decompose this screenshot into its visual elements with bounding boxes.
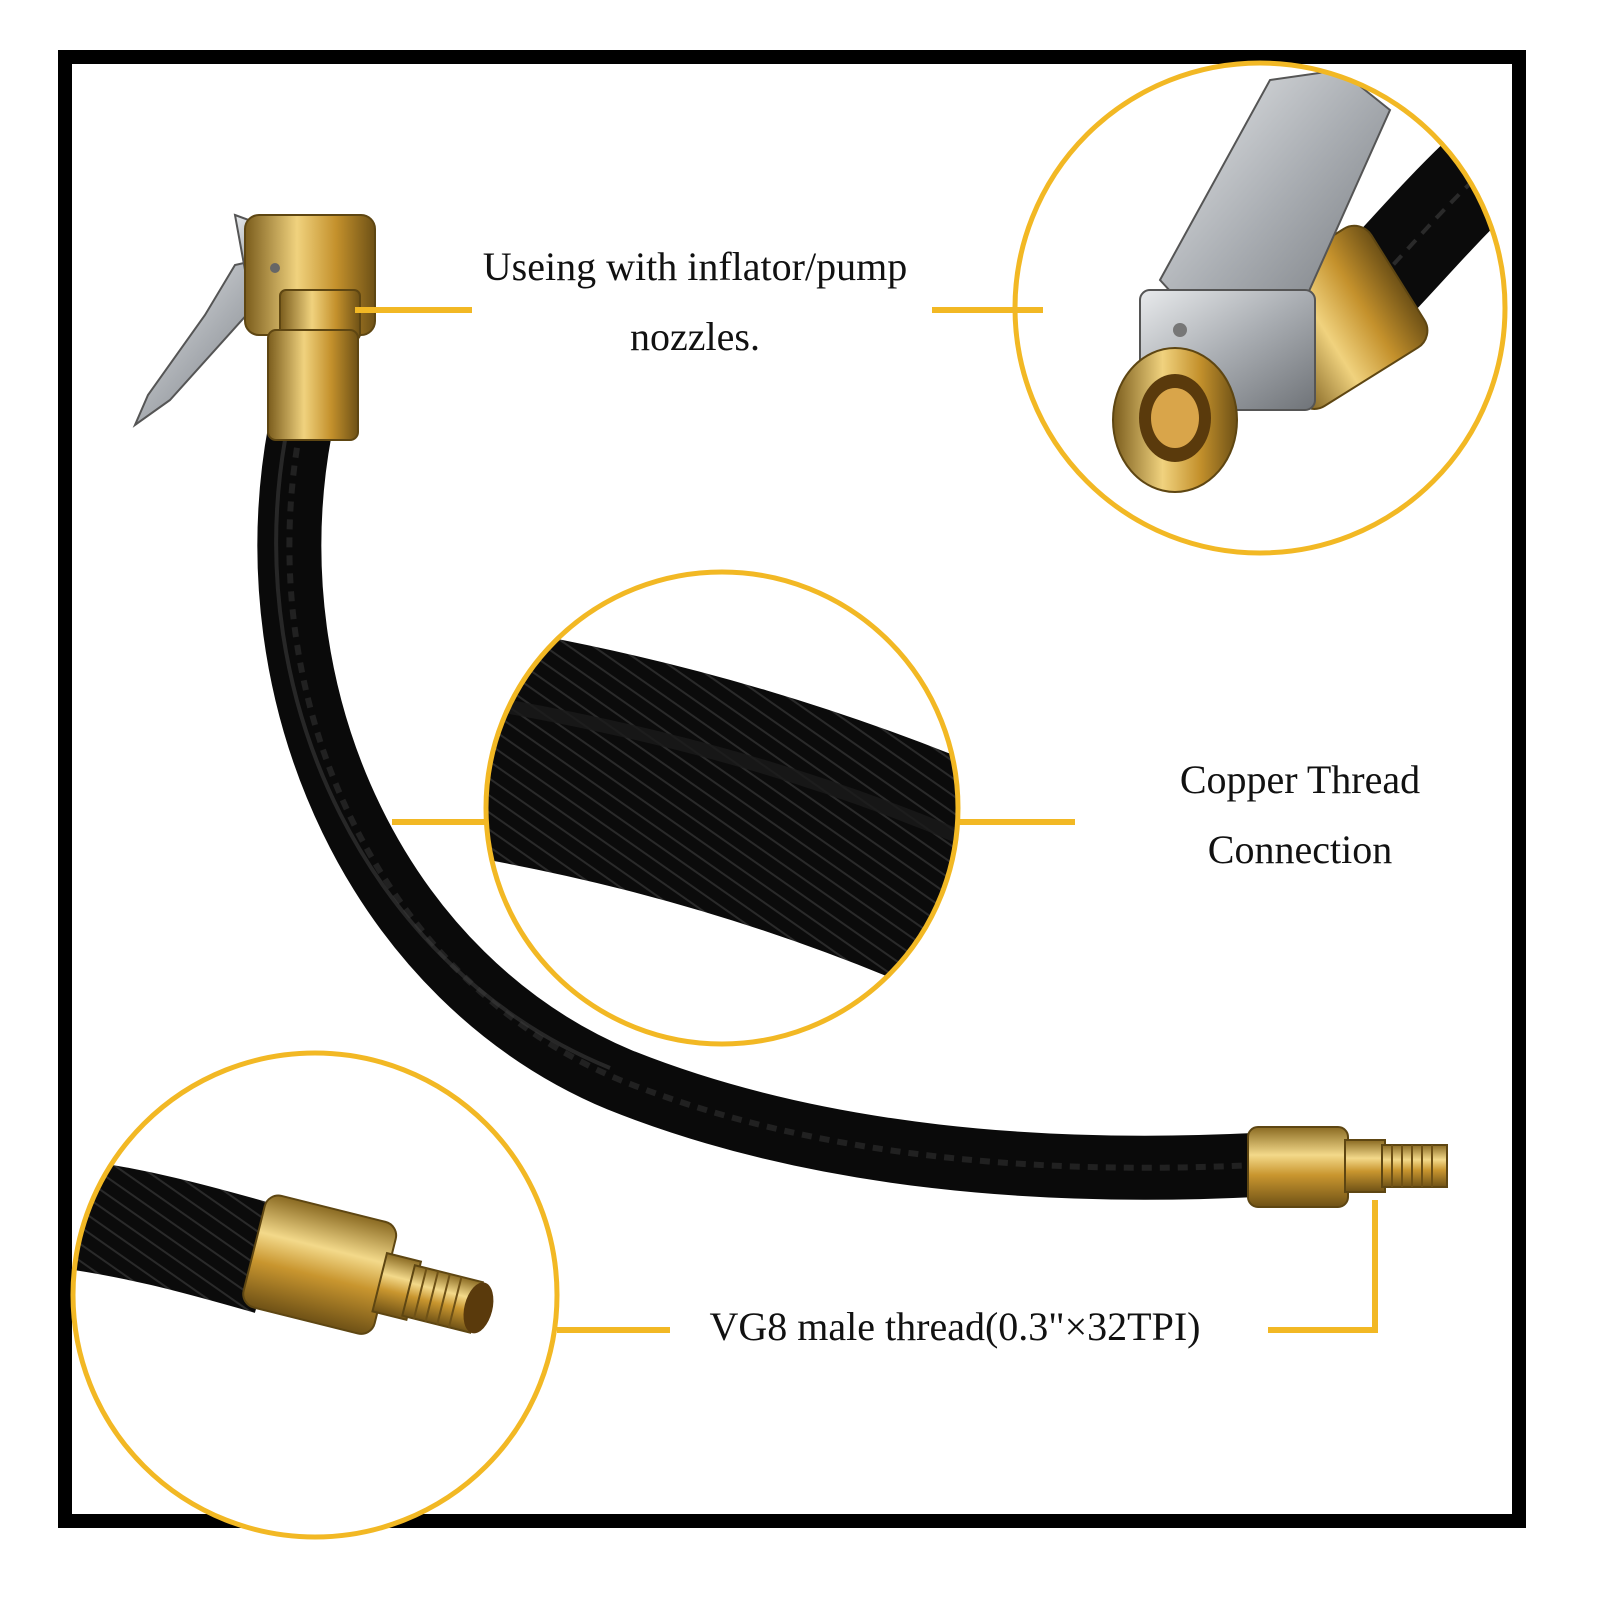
caption-pump-line2: nozzles. <box>630 314 760 359</box>
main-connector <box>1247 1126 1448 1208</box>
caption-copper-line1: Copper Thread <box>1179 757 1421 802</box>
leader-lines <box>355 307 1378 1333</box>
zoom-circle-hose <box>483 569 961 1047</box>
caption-pump-nozzles: Useing with inflator/pump nozzles. <box>440 232 950 372</box>
caption-copper-line2: Connection <box>1207 827 1393 872</box>
main-hose <box>257 424 1257 1200</box>
zoom-circle-nozzle <box>1012 60 1508 556</box>
caption-pump-line1: Useing with inflator/pump <box>482 244 908 289</box>
zoom-circle-connector <box>70 1050 560 1540</box>
caption-vg8-text: VG8 male thread(0.3"×32TPI) <box>709 1304 1201 1349</box>
caption-copper-thread: Copper Thread Connection <box>1150 745 1450 885</box>
caption-vg8-thread: VG8 male thread(0.3"×32TPI) <box>670 1292 1240 1362</box>
nozzle-chuck <box>132 213 376 441</box>
